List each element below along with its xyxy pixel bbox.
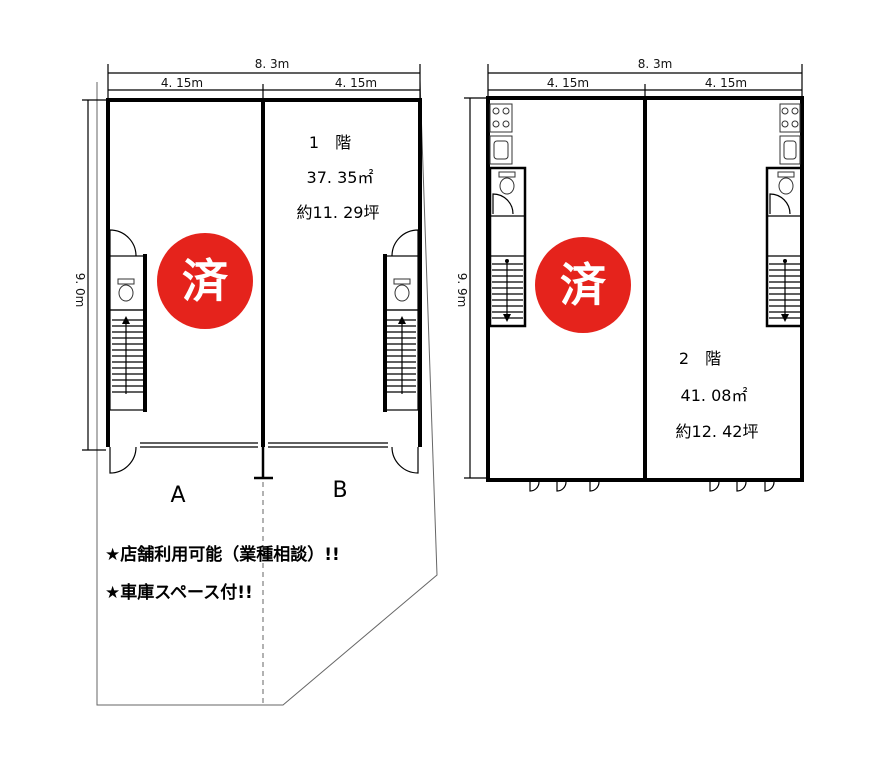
f1-dim-left: 4. 15m <box>161 76 203 90</box>
f1-dimensions: 8. 3m 4. 15m 4. 15m 9. 0m <box>73 57 421 451</box>
floor2-plan: 8. 3m 4. 15m 4. 15m 9. 9m <box>455 57 804 492</box>
stair-treads <box>112 319 143 393</box>
stamp-text: 済 <box>182 254 229 308</box>
f1-dim-height: 9. 0m <box>73 273 87 308</box>
f1-area: 37. 35㎡ <box>307 168 374 187</box>
f1-property-boundary <box>96 79 438 706</box>
unit-label-a: A <box>170 483 185 508</box>
window-mark <box>736 481 747 492</box>
toilet-door-swing <box>492 193 514 215</box>
f2-dim-left: 4. 15m <box>547 76 589 90</box>
arrow-down-icon <box>503 314 511 322</box>
f1-sold-stamp: 済 <box>157 233 253 329</box>
f1-entrance-door-a <box>109 446 137 474</box>
sink-icon <box>489 135 513 165</box>
f2-tsubo: 約12. 42坪 <box>676 422 759 441</box>
core-block <box>765 166 804 328</box>
sink-icon <box>779 135 801 165</box>
f2-unit-b-core <box>765 103 804 328</box>
f2-floor-label: 2 階 <box>679 349 721 368</box>
f2-dim-right: 4. 15m <box>705 76 747 90</box>
f1-unit-a-core <box>109 229 147 412</box>
unit-label-b: B <box>332 478 347 503</box>
toilet-door-swing <box>769 193 791 215</box>
toilet-icon <box>117 278 135 302</box>
f1-dim-total: 8. 3m <box>255 57 290 71</box>
f1-tsubo: 約11. 29坪 <box>297 203 380 222</box>
window-mark <box>529 481 540 492</box>
f2-sold-stamp: 済 <box>535 237 631 333</box>
floor1-plan: 8. 3m 4. 15m 4. 15m 9. 0m <box>73 57 438 706</box>
f2-dimensions: 8. 3m 4. 15m 4. 15m 9. 9m <box>455 57 803 479</box>
core-block <box>488 166 527 328</box>
f1-entrance-door-b <box>391 446 419 474</box>
arrow-up-icon <box>122 316 130 324</box>
window-mark <box>709 481 720 492</box>
f1-unit-b-core <box>383 229 419 412</box>
toilet-icon <box>777 171 795 195</box>
f2-windows <box>529 481 775 492</box>
staircase <box>109 309 146 411</box>
stove-icon <box>779 103 801 133</box>
f2-dim-height: 9. 9m <box>455 273 469 308</box>
f1-dim-right: 4. 15m <box>335 76 377 90</box>
window-mark <box>589 481 600 492</box>
window-mark <box>764 481 775 492</box>
arrow-up-icon <box>398 316 406 324</box>
note-garage-space: ★車庫スペース付!! <box>105 582 253 603</box>
stamp-circle <box>535 237 631 333</box>
f1-floor-label: 1 階 <box>309 133 351 152</box>
stamp-circle <box>157 233 253 329</box>
toilet-icon <box>498 171 516 195</box>
f2-area: 41. 08㎡ <box>681 386 748 405</box>
toilet-door-swing <box>391 229 419 257</box>
window-mark <box>556 481 567 492</box>
note-shop-use: ★店舗利用可能（業種相談）!! <box>105 544 340 565</box>
f2-dim-total: 8. 3m <box>638 57 673 71</box>
arrow-down-icon <box>781 314 789 322</box>
f1-walls <box>106 98 422 480</box>
f2-unit-a-core <box>488 103 527 328</box>
toilet-icon <box>393 278 411 302</box>
stove-icon <box>489 103 513 133</box>
toilet-door-swing <box>109 229 137 257</box>
stamp-text: 済 <box>560 258 607 312</box>
